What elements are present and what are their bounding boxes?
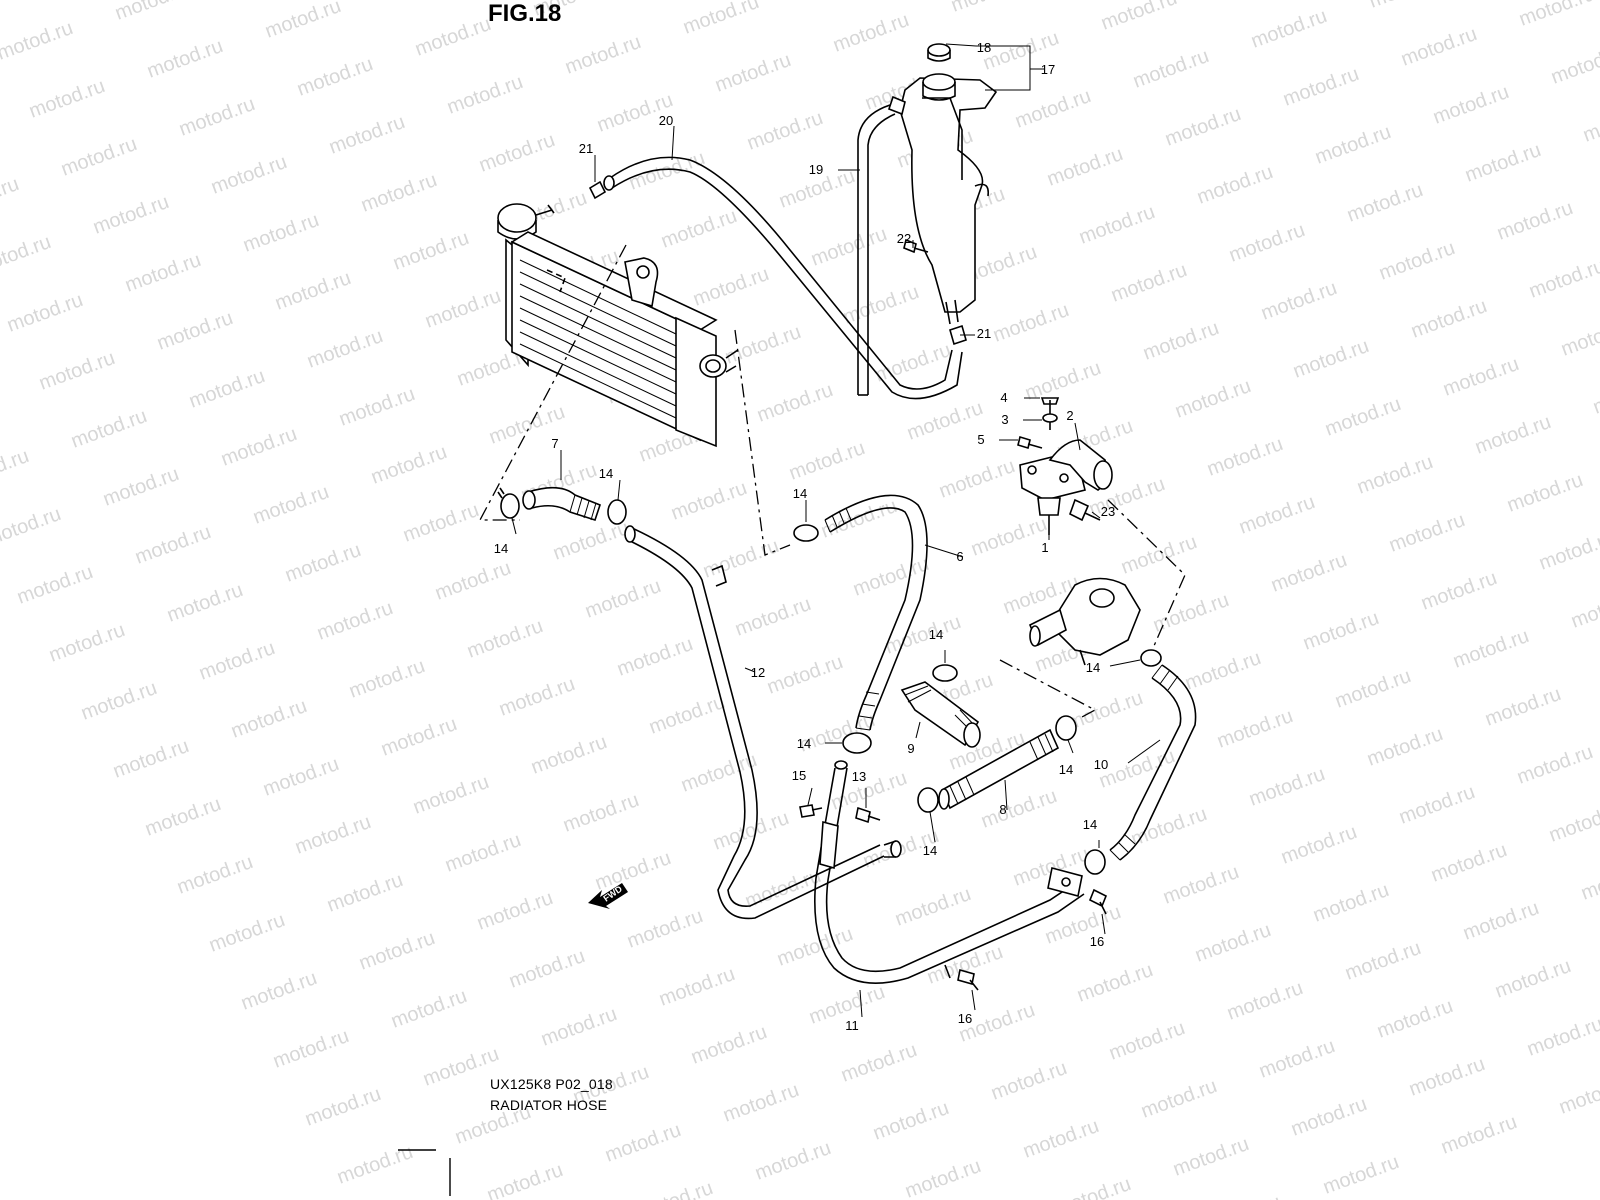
part-number-p14h: 14 — [923, 843, 937, 858]
part-number-p16a: 16 — [1090, 934, 1104, 949]
thermostat-housing — [1017, 397, 1113, 535]
part-number-p2: 2 — [1066, 408, 1073, 423]
reference-line — [734, 329, 791, 556]
part-number-p4: 4 — [1000, 390, 1007, 405]
part-number-p14g: 14 — [1059, 762, 1073, 777]
bolt-16 — [1088, 888, 1108, 915]
part-number-p9: 9 — [907, 741, 914, 756]
part-number-p23: 23 — [1101, 504, 1115, 519]
part-number-p14a: 14 — [494, 541, 508, 556]
part-number-p21b: 21 — [977, 326, 991, 341]
part-number-p22: 22 — [897, 231, 911, 246]
hose-clamps-14 — [497, 487, 1162, 875]
hose-8 — [938, 728, 1060, 810]
hose-19 — [857, 95, 906, 396]
part-number-p20: 20 — [659, 113, 673, 128]
part-number-p7: 7 — [551, 436, 558, 451]
hose-12 — [624, 525, 902, 920]
part-number-p14b: 14 — [599, 466, 613, 481]
part-number-p14c: 14 — [793, 486, 807, 501]
part-number-p5: 5 — [977, 432, 984, 447]
part-number-p11: 11 — [845, 1018, 859, 1033]
bolt-16 — [957, 968, 979, 991]
reservoir-tank — [899, 43, 998, 325]
part-number-p15: 15 — [792, 768, 806, 783]
figure-code: UX125K8 P02_018 — [490, 1076, 613, 1092]
hose-10 — [1109, 664, 1197, 861]
hose-7 — [522, 486, 601, 522]
part-number-p8: 8 — [999, 802, 1006, 817]
clamp-21 — [949, 324, 967, 346]
figure-name: RADIATOR HOSE — [490, 1097, 608, 1113]
radiator — [497, 203, 739, 448]
part-number-p1: 1 — [1041, 540, 1048, 555]
hose-6 — [824, 494, 928, 731]
reference-line — [999, 659, 1097, 719]
part-number-p19: 19 — [809, 162, 823, 177]
part-number-p12: 12 — [751, 665, 765, 680]
figure-title: FIG.18 — [488, 0, 562, 27]
part-number-labels: 1234567891011121314141414141414141415161… — [494, 40, 1115, 1033]
bolt-13 — [855, 806, 881, 824]
part-number-p16b: 16 — [958, 1011, 972, 1026]
bolt-15 — [799, 804, 823, 818]
hose-9 — [900, 681, 981, 748]
part-number-p13: 13 — [852, 769, 866, 784]
fwd-arrow: FWD — [588, 883, 628, 909]
part-number-p14d: 14 — [929, 627, 943, 642]
water-pump — [1028, 577, 1141, 666]
part-number-p10: 10 — [1094, 757, 1108, 772]
part-number-p3: 3 — [1001, 412, 1008, 427]
hose-20 — [603, 156, 963, 400]
reference-line — [1107, 499, 1186, 656]
part-number-p14f: 14 — [797, 736, 811, 751]
part-number-p6: 6 — [956, 549, 963, 564]
clamp-21 — [588, 180, 607, 200]
part-number-p18: 18 — [977, 40, 991, 55]
part-number-p14i: 14 — [1083, 817, 1097, 832]
part-number-p21a: 21 — [579, 141, 593, 156]
hose-11 — [814, 760, 1085, 984]
part-number-p14e: 14 — [1086, 660, 1100, 675]
leader-lines — [511, 43, 1161, 1018]
part-number-p17: 17 — [1041, 62, 1055, 77]
